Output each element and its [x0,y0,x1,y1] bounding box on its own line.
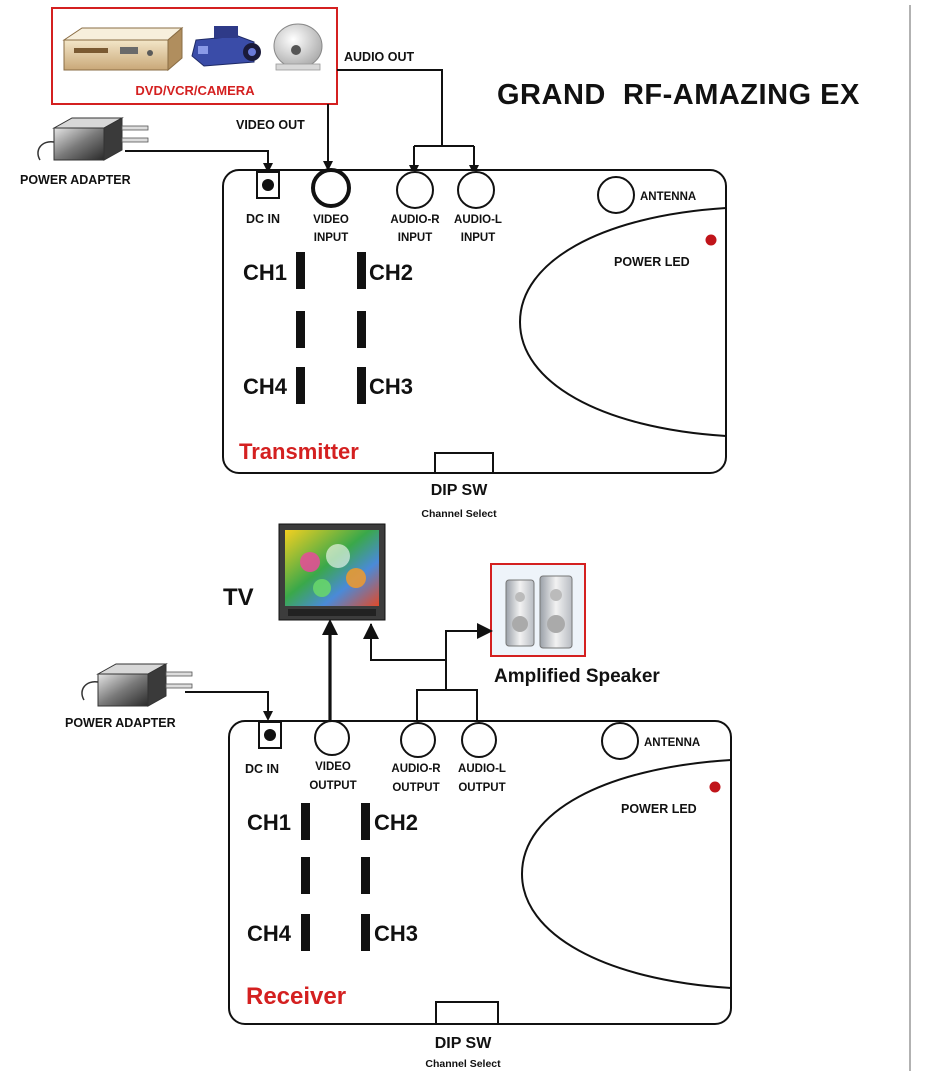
page-title: GRAND RF-AMAZING EX [497,79,860,111]
receiver-dc-in-jack [258,721,282,749]
camera-icon [191,26,261,67]
tv-icon [278,523,386,621]
transmitter-audio-l-jack [457,171,495,209]
dvd-player-icon [62,26,184,72]
transmitter-power-adapter-label: POWER ADAPTER [20,173,131,187]
transmitter-audio-l-label-2: INPUT [461,232,496,244]
receiver-audio-l-label-1: AUDIO-L [458,763,506,775]
transmitter-video-jack [311,168,351,208]
receiver-wiring [185,619,493,722]
receiver-ch4-label: CH4 [247,921,292,946]
transmitter-video-label-2: INPUT [314,232,349,244]
transmitter-name: Transmitter [239,439,359,464]
source-devices-box: DVD/VCR/CAMERA [51,7,338,105]
transmitter-ch4-bar [296,367,305,404]
receiver-audio-l-label-2: OUTPUT [458,782,505,794]
transmitter-power-led-label: POWER LED [614,255,690,269]
receiver-audio-l-jack [461,722,497,758]
receiver-ch1-bar [301,803,310,840]
transmitter-audio-r-label-1: AUDIO-R [390,214,440,226]
receiver-dip-switch [435,1001,499,1025]
receiver-ch1-label: CH1 [247,810,291,835]
receiver-unit: DC IN VIDEO OUTPUT AUDIO-R OUTPUT AUDIO-… [228,720,732,1025]
video-out-label: VIDEO OUT [236,118,305,132]
receiver-ch2-bar [361,803,370,840]
receiver-ch4-bar [301,914,310,951]
amplified-speaker-icon [490,563,586,657]
receiver-dip-sw-label: DIP SW [435,1035,493,1052]
receiver-power-led [709,781,721,793]
transmitter-dip-switch [434,452,494,474]
transmitter-audio-r-jack [396,171,434,209]
transmitter-antenna-connector [597,176,635,214]
receiver-ch3-label: CH3 [374,921,418,946]
transmitter-video-label-1: VIDEO [313,214,349,226]
transmitter-ch-bar-mid-right [357,311,366,348]
receiver-power-adapter-icon [81,663,193,707]
receiver-antenna-connector [601,722,639,760]
receiver-ch-bar-mid-left [301,857,310,894]
receiver-audio-r-label-2: OUTPUT [392,782,439,794]
receiver-ch-bar-mid-right [361,857,370,894]
receiver-video-label-1: VIDEO [315,761,351,773]
receiver-channel-select-label: Channel Select [425,1058,501,1070]
receiver-ch3-bar [361,914,370,951]
receiver-audio-r-label-1: AUDIO-R [391,763,441,775]
transmitter-power-adapter-icon [37,117,149,161]
receiver-video-jack [314,720,350,756]
transmitter-dc-in-label: DC IN [246,212,280,226]
dome-camera-icon [273,23,323,71]
audio-out-label: AUDIO OUT [344,50,415,64]
receiver-power-led-label: POWER LED [621,802,697,816]
transmitter-wiring [125,69,479,175]
receiver-ch2-label: CH2 [374,810,418,835]
tv-label: TV [223,584,254,611]
transmitter-ch-bar-mid-left [296,311,305,348]
transmitter-ch1-label: CH1 [243,260,287,285]
transmitter-ch4-label: CH4 [243,374,288,399]
receiver-antenna-label: ANTENNA [644,737,700,749]
transmitter-ch2-bar [357,252,366,289]
transmitter-ch2-label: CH2 [369,260,413,285]
transmitter-antenna-label: ANTENNA [640,191,696,203]
source-label: DVD/VCR/CAMERA [135,83,255,98]
transmitter-ch1-bar [296,252,305,289]
transmitter-unit: DC IN VIDEO INPUT AUDIO-R INPUT AUDIO-L … [222,168,727,474]
receiver-power-adapter-label: POWER ADAPTER [65,716,176,730]
receiver-name: Receiver [246,983,346,1010]
transmitter-power-led [705,234,717,246]
receiver-dc-in-label: DC IN [245,762,279,776]
transmitter-audio-r-label-2: INPUT [398,232,433,244]
transmitter-dc-in-jack [256,171,280,199]
transmitter-dip-sw-label: DIP SW [431,482,489,499]
transmitter-channel-select-label: Channel Select [421,508,497,520]
transmitter-ch3-label: CH3 [369,374,413,399]
receiver-video-label-2: OUTPUT [309,780,356,792]
transmitter-audio-l-label-1: AUDIO-L [454,214,502,226]
speaker-label: Amplified Speaker [494,666,660,687]
transmitter-ch3-bar [357,367,366,404]
receiver-audio-r-jack [400,722,436,758]
